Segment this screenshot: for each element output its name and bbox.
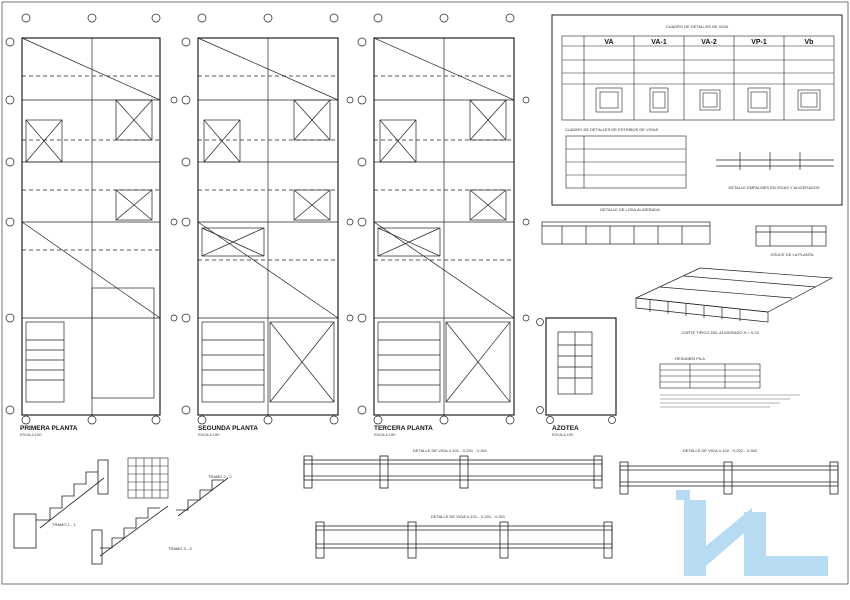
beam-table-title: CUADRO DE DETALLES DE VIGA [666,24,729,29]
stirrup-table-title: CUADRO DE DETALLES DE ESTRIBOS DE VIGAS [565,127,659,132]
summary-table-title: RESUMEN PILA [675,356,705,361]
stair-label: TRAMO 1 - 1 [52,522,76,527]
stair-details: TRAMO 1 - 1 TRAMO 2 - 2 TRAMO 3 - 3 [13,457,232,565]
plan-primera-planta: PRIMERA PLANTA ESCALA 1/50 [5,13,178,437]
summary-table: RESUMEN PILA [659,356,800,408]
sheet-border [1,1,849,585]
beam-col-header: VA-1 [651,39,667,46]
beam-col-header: VA [604,39,613,46]
beam-detail-table: CUADRO DE DETALLES DE VIGA VA VA-1 VA-2 … [551,14,843,206]
beam-elevation-1: DETALLE DE VIGA V-101 - V-201 - V-301 [303,448,603,489]
beam-col-header: VA-2 [701,39,717,46]
watermark-logo [676,490,828,576]
beam-elevation-3: DETALLE DE VIGA V-102 - V-202 - V-302 [619,448,839,495]
plan-azotea: AZOTEA ESCALA 1/50 [536,317,617,437]
plan-title: PRIMERA PLANTA [20,425,78,432]
bend-detail-title: DETALLE EMPALMES EN VIGAS Y ALIGERADOS [728,185,819,190]
plan-title: AZOTEA [552,425,579,432]
slab-section-title: CORTE TIPICO DEL ALIGERADO H = 0.20 [681,330,759,335]
plan-scale: ESCALA 1/50 [552,433,573,437]
beam-col-header: VP-1 [751,39,767,46]
plan-title: TERCERA PLANTA [374,425,433,432]
plan-scale: ESCALA 1/50 [374,433,395,437]
slab-detail: DETALLE DE LOSA ALIGERADA CRUCE DE LA PL… [541,207,834,335]
beam-elevation-2: DETALLE DE VIGA V-101 - V-201 - V-301 [315,514,613,559]
stair-label: TRAMO 3 - 3 [168,546,192,551]
beam-elevation-title: DETALLE DE VIGA V-102 - V-202 - V-302 [683,448,758,453]
plan-scale: ESCALA 1/50 [198,433,219,437]
plan-scale: ESCALA 1/50 [20,433,41,437]
beam-elevation-title: DETALLE DE VIGA V-101 - V-201 - V-301 [413,448,488,453]
slab-cross-title: CRUCE DE LA PLANTA [770,252,813,257]
beam-elevation-title: DETALLE DE VIGA V-101 - V-201 - V-301 [431,514,506,519]
stair-label: TRAMO 2 - 2 [208,474,232,479]
plan-segunda-planta: SEGUNDA PLANTA ESCALA 1/50 [181,13,354,437]
slab-detail-title: DETALLE DE LOSA ALIGERADA [600,207,660,212]
plan-tercera-planta: TERCERA PLANTA ESCALA 1/50 [357,13,530,437]
plan-title: SEGUNDA PLANTA [198,425,258,432]
beam-col-header: Vb [805,39,814,46]
